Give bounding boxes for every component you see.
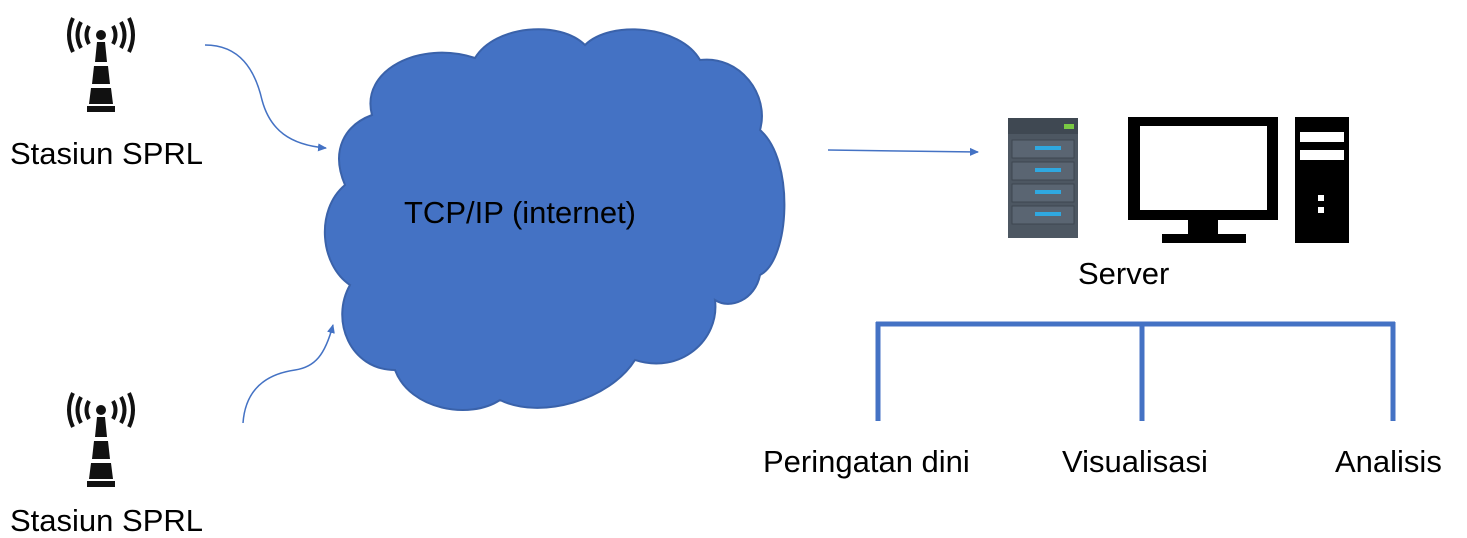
arrow-station2-to-cloud [242, 324, 335, 424]
server-label: Server [1078, 256, 1170, 291]
server-rack-icon [1008, 118, 1078, 238]
monitor-icon [1128, 117, 1278, 243]
output-label-visualization: Visualisasi [1062, 444, 1208, 479]
radio-tower-icon [67, 392, 135, 487]
output-label-early-warning: Peringatan dini [763, 444, 970, 479]
desktop-tower-icon [1295, 117, 1349, 243]
radio-tower-icon [67, 17, 135, 112]
arrow-station1-to-cloud [204, 44, 327, 152]
output-branches [875, 321, 1396, 421]
station-label: Stasiun SPRL [10, 136, 203, 171]
output-label-analysis: Analisis [1335, 444, 1442, 479]
internet-cloud [324, 28, 786, 411]
arrow-cloud-to-server [827, 147, 979, 156]
network-label: TCP/IP (internet) [404, 195, 637, 230]
station-label: Stasiun SPRL [10, 503, 203, 538]
